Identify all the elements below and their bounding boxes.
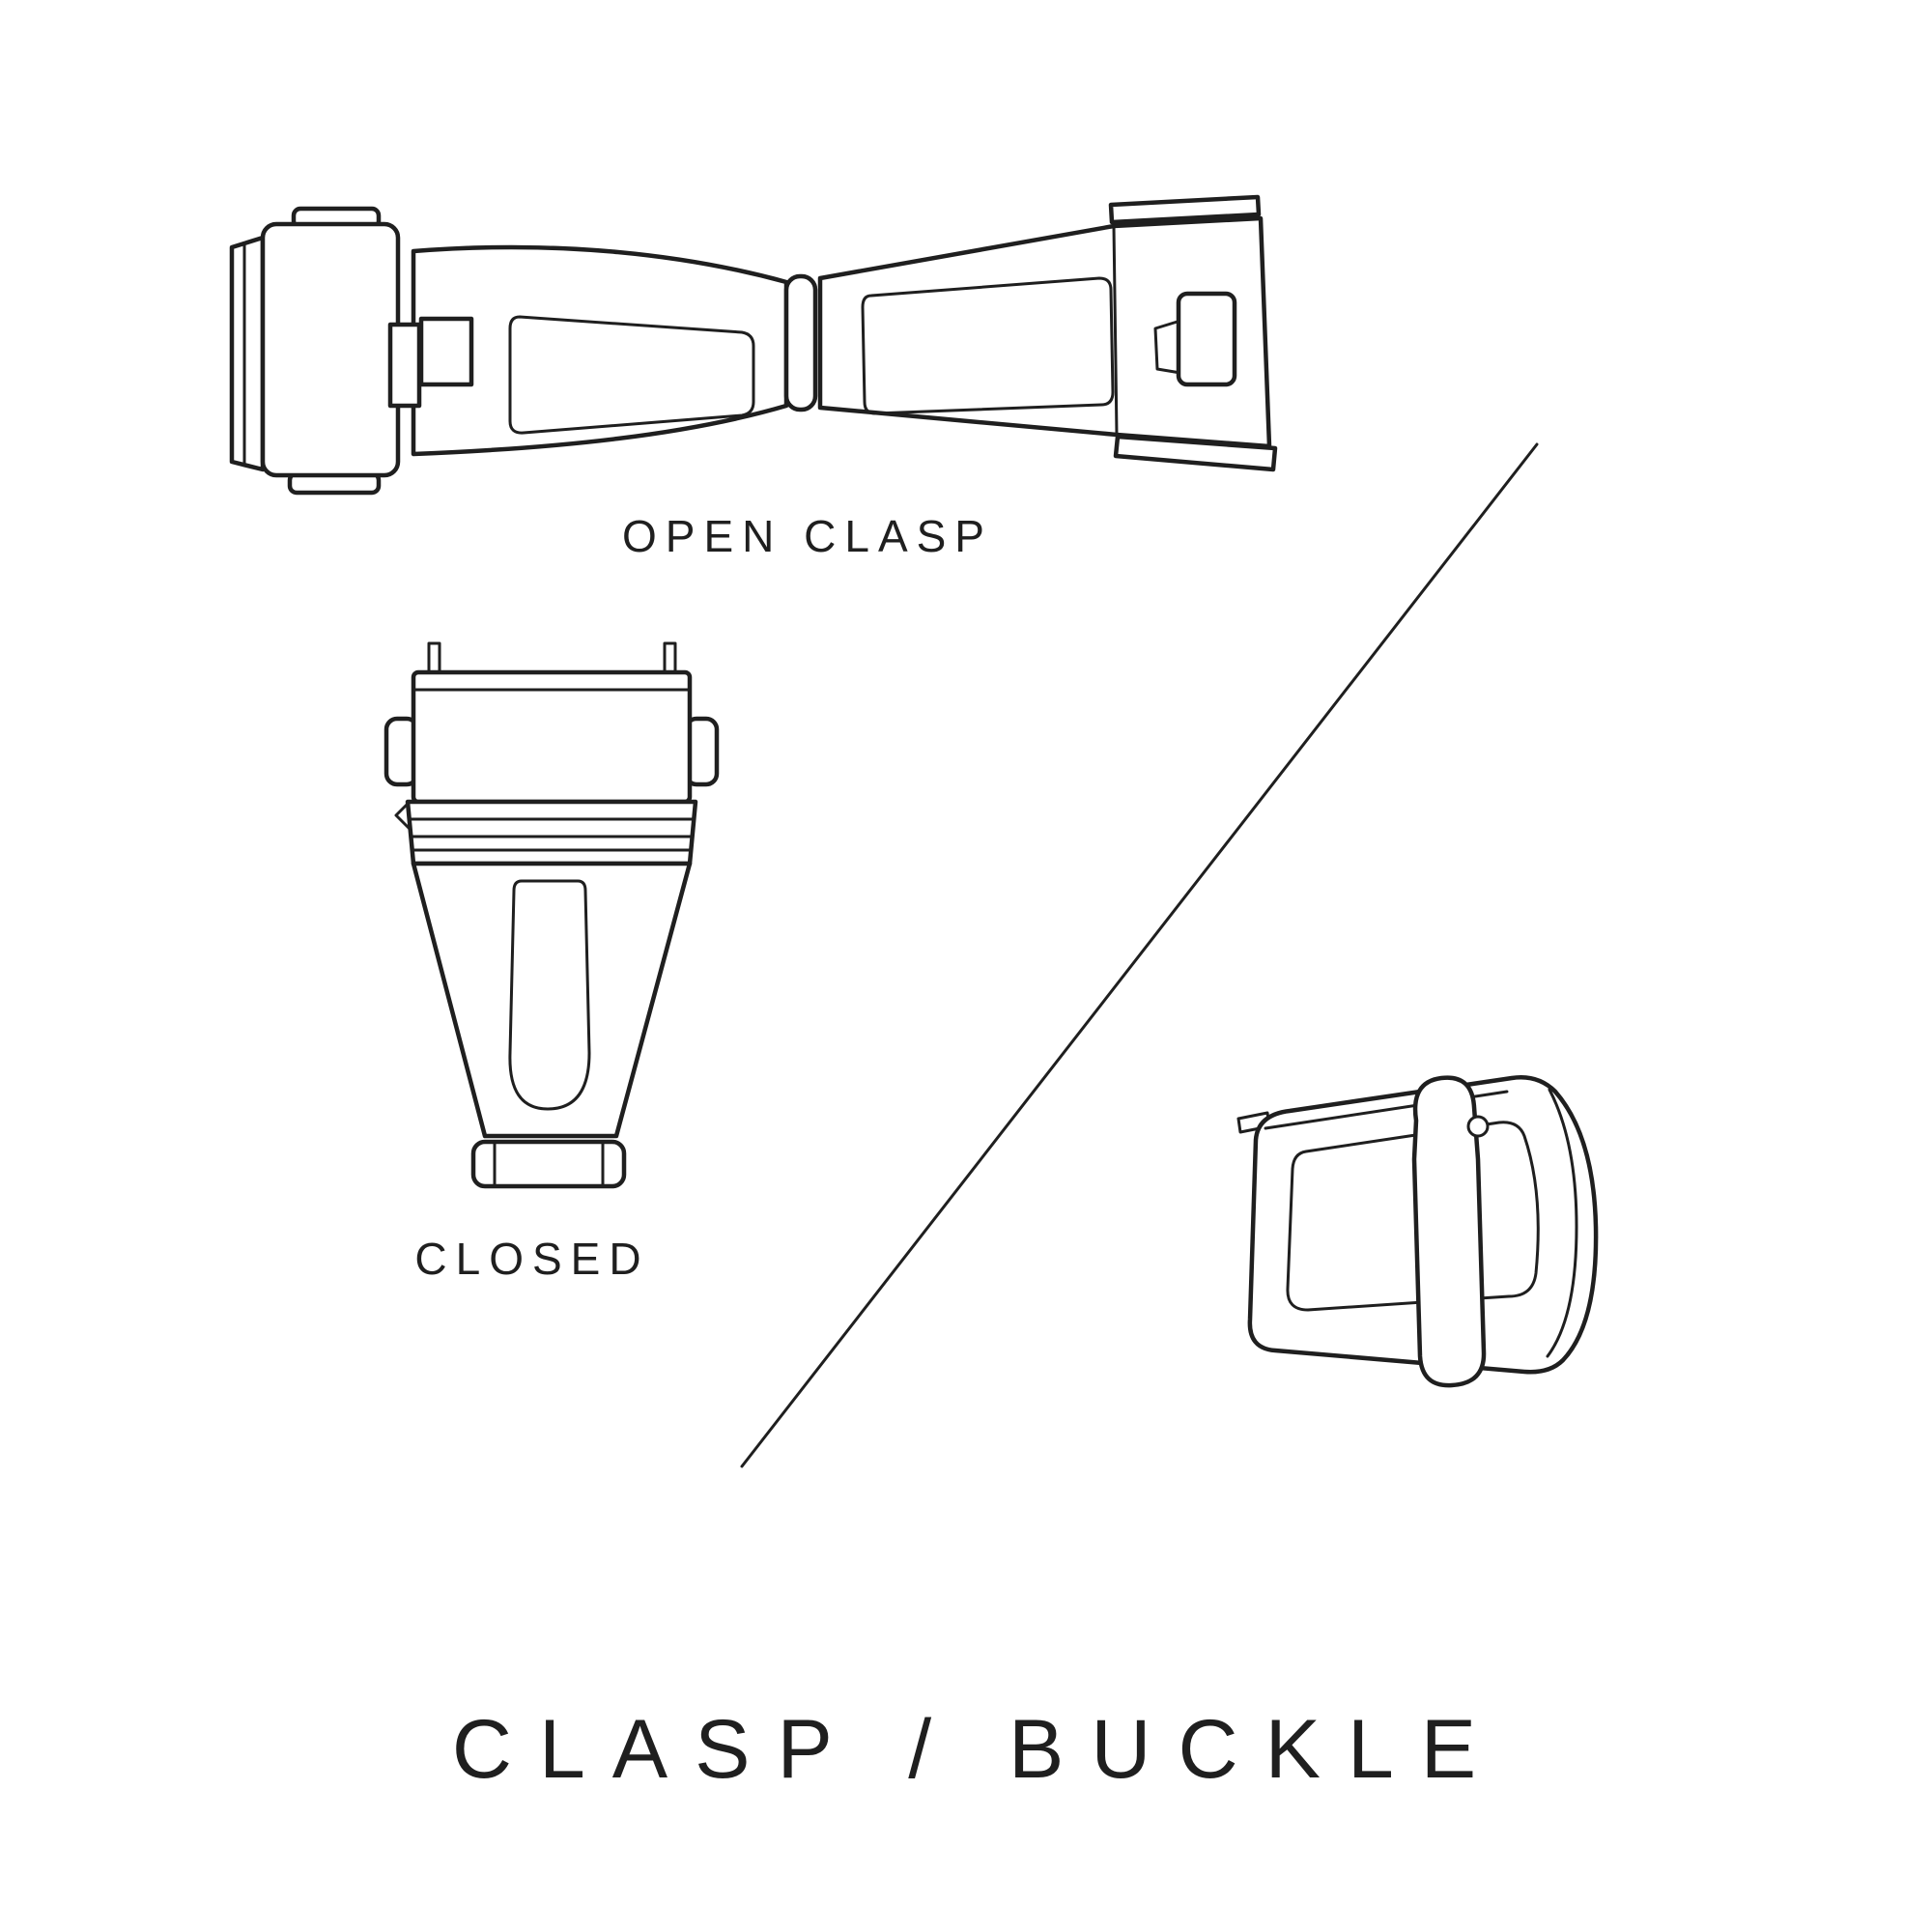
open-clasp-button-cutout xyxy=(418,316,474,387)
open-clasp-left-strip xyxy=(229,235,266,472)
open-clasp-neck xyxy=(387,322,422,409)
open-clasp-right-crease xyxy=(1112,224,1119,437)
closed-clasp-hinge-corner xyxy=(394,802,412,831)
closed-clasp-slot xyxy=(508,879,591,1111)
buckle-tongue-loop xyxy=(1466,1115,1490,1138)
closed-clasp-label: CLOSED xyxy=(414,1234,650,1284)
open-clasp-left-arm-inner xyxy=(508,315,755,435)
open-clasp-right-bottom-tab xyxy=(1113,434,1278,472)
open-clasp-left-block xyxy=(260,221,401,478)
closed-clasp-body xyxy=(411,861,693,1139)
open-clasp-hinge xyxy=(783,273,818,412)
tang-buckle-illustration xyxy=(1236,1075,1599,1388)
closed-clasp-prong-left xyxy=(427,641,441,676)
open-clasp-label: OPEN CLASP xyxy=(622,511,993,561)
open-clasp-catch xyxy=(1176,291,1237,387)
open-clasp-catch-bracket xyxy=(1153,319,1182,375)
closed-clasp-illustration xyxy=(384,641,720,1189)
closed-clasp-top-block xyxy=(411,669,693,805)
page-title: CLASP / BUCKLE xyxy=(451,1703,1504,1796)
closed-clasp-prong-right xyxy=(663,641,677,676)
open-clasp-right-arm-inner xyxy=(861,276,1115,415)
closed-clasp-bottom-bar xyxy=(470,1139,627,1189)
buckle-tongue xyxy=(1411,1075,1487,1388)
open-clasp-illustration xyxy=(229,194,1278,496)
closed-clasp-hinge-band xyxy=(405,799,698,867)
buckle-right-thickness xyxy=(1546,1088,1578,1358)
open-clasp-left-arm xyxy=(411,244,789,457)
open-clasp-right-top-tab xyxy=(1108,194,1262,225)
diagonal-divider xyxy=(740,442,1539,1468)
